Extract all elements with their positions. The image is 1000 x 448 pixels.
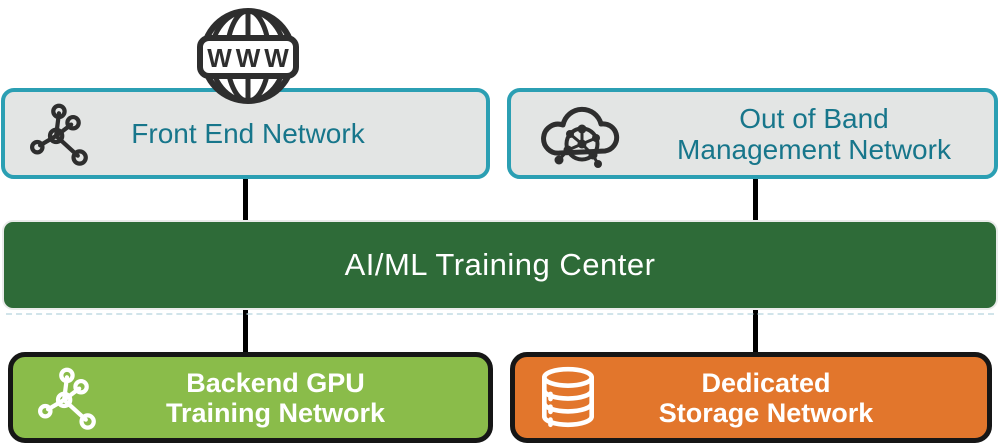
network-nodes-icon (5, 97, 110, 171)
oob-label-line2: Management Network (677, 133, 951, 165)
dedicated-storage-network-box: Dedicated Storage Network (510, 352, 992, 443)
bar-shadow-dotted-line (6, 313, 994, 315)
storage-label-line2: Storage Network (658, 397, 874, 428)
ai-ml-training-center-bar: AI/ML Training Center (4, 222, 996, 308)
connector-oob-to-center (753, 177, 758, 224)
front-end-network-label: Front End Network (131, 118, 365, 149)
connector-center-to-storage (753, 306, 758, 354)
backend-gpu-training-network-box: Backend GPU Training Network (8, 352, 493, 443)
www-label: WWW (207, 43, 293, 73)
cloud-network-icon (529, 96, 634, 172)
oob-label-line1: Out of Band (739, 102, 889, 134)
backend-gpu-training-network-label: Backend GPU Training Network (118, 368, 488, 428)
database-icon (515, 365, 620, 431)
backend-label-line1: Backend GPU (186, 367, 365, 398)
connector-frontend-to-center (243, 177, 248, 224)
oob-management-network-box: Out of Band Management Network (507, 88, 998, 179)
backend-label-line2: Training Network (165, 397, 386, 428)
network-nodes-icon (13, 361, 118, 435)
connector-center-to-backend (243, 306, 248, 354)
globe-www-icon: WWW (197, 8, 299, 104)
ai-ml-training-center-label: AI/ML Training Center (344, 247, 656, 282)
storage-label-line1: Dedicated (701, 367, 831, 398)
oob-management-network-label: Out of Band Management Network (634, 103, 994, 165)
dedicated-storage-network-label: Dedicated Storage Network (620, 368, 987, 428)
